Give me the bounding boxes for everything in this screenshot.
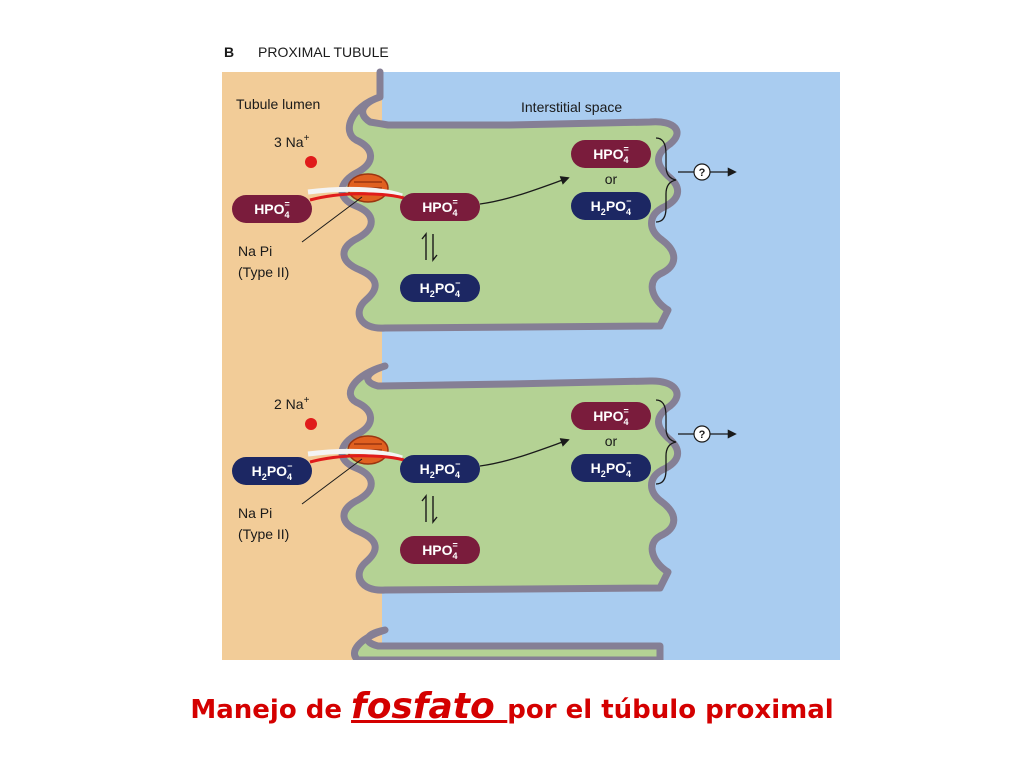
cell-1-equilibrium-ion-shape bbox=[400, 274, 480, 302]
cell-2-equilibrium-ion-shape bbox=[400, 536, 480, 564]
cell-1-basolateral-ion-2: H2PO4− bbox=[571, 192, 651, 220]
cell-2-equilibrium-up-arrow bbox=[421, 494, 427, 522]
cell-2-basolateral-ion-2-shape bbox=[571, 454, 651, 482]
cell-1-lumen-ion-shape bbox=[232, 195, 312, 223]
cell-membrane-next bbox=[351, 626, 664, 660]
cell-1-basolateral-ion-2-label: H2PO4− bbox=[591, 196, 632, 217]
cell-1-sodium-label: 3 Na+ bbox=[274, 133, 310, 150]
cell-1-equilibrium-up-arrow bbox=[421, 232, 427, 260]
cell-membrane-top bbox=[338, 68, 681, 332]
cell-1-cytosol-ion-label: HPO4= bbox=[422, 197, 458, 218]
cell-2-equilibrium-down-arrow bbox=[432, 496, 438, 524]
cell-1-cytosol-ion: HPO4= bbox=[400, 193, 480, 221]
cell-2-equilibrium-ion: HPO4= bbox=[400, 536, 480, 564]
slide-caption: Manejo de fosfato por el túbulo proximal bbox=[0, 686, 1024, 727]
cell-2-transporter-type: (Type II) bbox=[238, 526, 289, 542]
cell-2-sodium-icon bbox=[305, 418, 317, 430]
cell-2-sodium-label: 2 Na+ bbox=[274, 395, 310, 412]
tubule-lumen-label: Tubule lumen bbox=[236, 96, 320, 112]
caption-emphasis: fosfato bbox=[351, 686, 508, 727]
cell-2-basolateral-ion-1-shape bbox=[571, 402, 651, 430]
cell-2-cytosol-ion-label: H2PO4− bbox=[420, 459, 461, 480]
cell-1-exit-label: ? bbox=[699, 167, 706, 179]
cell-1-equilibrium-ion-label: H2PO4− bbox=[420, 278, 461, 299]
cell-2-lumen-ion-label: H2PO4− bbox=[252, 461, 293, 482]
cell-1-transporter-callout bbox=[301, 196, 363, 243]
caption-suffix: por el túbulo proximal bbox=[507, 695, 834, 725]
cell-2-transporter-callout bbox=[301, 458, 363, 505]
cell-1-basolateral-ion-1: HPO4= bbox=[571, 140, 651, 168]
proximal-tubule-figure: B PROXIMAL TUBULE Tubule lumen Interstit… bbox=[190, 42, 876, 660]
caption-prefix: Manejo de bbox=[190, 695, 352, 725]
cell-2-cytosol-ion-shape bbox=[400, 455, 480, 483]
cell-1-choice-bracket bbox=[655, 137, 677, 223]
cell-2-transporter-name: Na Pi bbox=[238, 505, 272, 521]
cell-2-choice-bracket bbox=[655, 399, 677, 485]
cell-2-cytosol-ion: H2PO4− bbox=[400, 455, 480, 483]
cell-2-sodium-flux-arrow bbox=[307, 448, 403, 461]
interstitial-space-label: Interstitial space bbox=[521, 99, 622, 115]
cell-1-equilibrium-ion: H2PO4− bbox=[400, 274, 480, 302]
cell-2-basolateral-ion-1-label: HPO4= bbox=[593, 406, 629, 427]
cell-2-transit-arrow bbox=[479, 438, 570, 467]
cell-1-equilibrium-down-arrow bbox=[432, 234, 438, 262]
cell-1-or-label: or bbox=[605, 171, 618, 187]
figure-canvas: B PROXIMAL TUBULE Tubule lumen Interstit… bbox=[190, 42, 876, 660]
cell-2-phosphate-flux-arrow bbox=[309, 454, 405, 464]
cell-2-lumen-ion: H2PO4− bbox=[232, 457, 312, 485]
cell-1-sodium-icon bbox=[305, 156, 317, 168]
cell-1-transporter-type: (Type II) bbox=[238, 264, 289, 280]
cell-1-transporter-name: Na Pi bbox=[238, 243, 272, 259]
cell-1-lumen-ion-label: HPO4= bbox=[254, 199, 290, 220]
cell-2-basolateral-ion-1: HPO4= bbox=[571, 402, 651, 430]
cell-1-phosphate-flux-arrow bbox=[309, 192, 405, 202]
cell-2-exit-label: ? bbox=[699, 429, 706, 441]
panel-letter: B bbox=[224, 44, 234, 60]
cell-2-basolateral-ion-2: H2PO4− bbox=[571, 454, 651, 482]
cell-1-unknown-exit-icon bbox=[693, 163, 711, 181]
cell-2-basolateral-ion-2-label: H2PO4− bbox=[591, 458, 632, 479]
cell-1-basolateral-ion-1-shape bbox=[571, 140, 651, 168]
cell-2-or-label: or bbox=[605, 433, 618, 449]
cell-1-transit-arrow bbox=[479, 176, 570, 205]
cell-2-lumen-ion-shape bbox=[232, 457, 312, 485]
cell-1-lumen-ion: HPO4= bbox=[232, 195, 312, 223]
cell-1-sodium-flux-arrow bbox=[307, 186, 403, 199]
cell-1-basolateral-ion-2-shape bbox=[571, 192, 651, 220]
cell-2-unknown-exit-icon bbox=[693, 425, 711, 443]
panel-title: PROXIMAL TUBULE bbox=[258, 44, 389, 60]
cell-1-cytosol-ion-shape bbox=[400, 193, 480, 221]
cell-1-basolateral-ion-1-label: HPO4= bbox=[593, 144, 629, 165]
transport-diagrams: 3 Na+ HPO4= HPO4= H2PO4− HPO4= H2PO4− Na Pi (Ty… bbox=[232, 133, 737, 564]
cell-2-equilibrium-ion-label: HPO4= bbox=[422, 540, 458, 561]
